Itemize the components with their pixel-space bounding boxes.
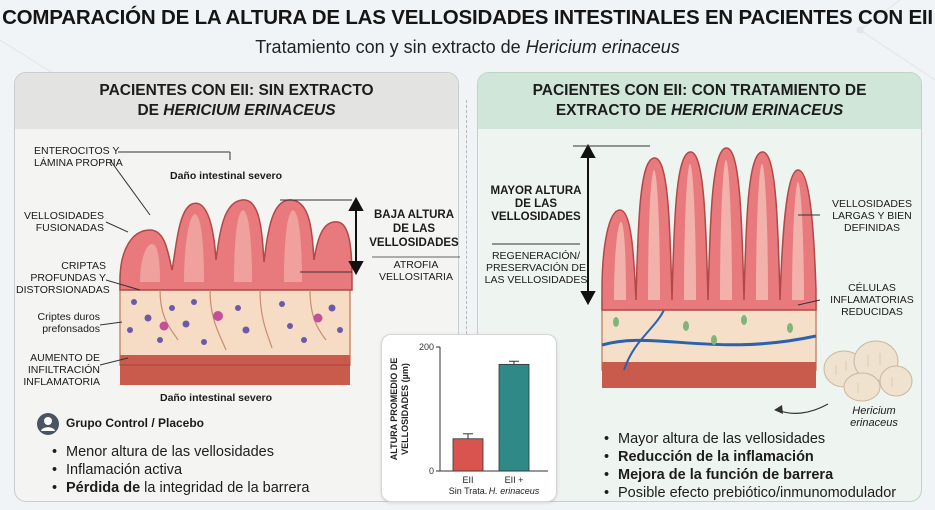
- right-bullet-list: Mayor altura de las vellosidades Reducci…: [604, 430, 924, 502]
- right-header-species: HERICIUM ERINACEUS: [670, 102, 844, 119]
- label-severe-damage-bottom: Daño intestinal severo: [160, 392, 273, 404]
- right-panel-header: PACIENTES CON EII: CON TRATAMIENTO DE EX…: [478, 73, 921, 129]
- right-header-prefix: EXTRACTO DE: [555, 102, 671, 119]
- villus-height-bar-chart: 200 0 ALTURA PROMEDIO DEVELLOSIDADES (µm) E…: [389, 342, 548, 496]
- label-fused-villi: VELLOSIDADES FUSIONADAS: [24, 210, 104, 234]
- right-bullet-2: Reducción de la inflamación: [604, 448, 924, 466]
- label-low-villus-height: BAJA ALTURA DE LAS VELLOSIDADES: [369, 209, 459, 249]
- chart-y-tick-label: 200: [419, 342, 434, 352]
- left-header-prefix: DE: [137, 102, 164, 119]
- chart-category-sublabel-2: H. erinaceus: [489, 486, 540, 496]
- right-header-line2: EXTRACTO DE HERICIUM ERINACEUS: [478, 101, 921, 121]
- left-bullet-2: Inflamación activa: [52, 461, 372, 479]
- label-severe-damage-top: Daño intestinal severo: [170, 170, 283, 182]
- label-regeneration: REGENERACIÓN/ PRESERVACIÓN DE LAS VELLOS…: [484, 250, 588, 286]
- chart-category-label-2: EII +: [505, 475, 524, 485]
- left-header-species: HERICIUM ERINACEUS: [163, 102, 336, 119]
- chart-y-tick-label: 0: [429, 466, 434, 476]
- right-bullet-3: Mejora de la función de barrera: [604, 466, 924, 484]
- damaged-tissue-illustration: [119, 199, 353, 385]
- chart-bar-1: [452, 438, 484, 472]
- left-leader-lines: [99, 151, 460, 366]
- label-hericium: Hericium erinaceus: [850, 405, 898, 429]
- label-inflammatory-infiltration: AUMENTO DE INFILTRACIÓN INFLAMATORIA: [23, 352, 100, 388]
- label-enterocytes: ENTEROCITOS Y LÁMINA PROPRIA: [34, 145, 123, 169]
- chart-bar-2: [498, 363, 530, 472]
- right-header-line1: PACIENTES CON EII: CON TRATAMIENTO DE: [532, 82, 867, 99]
- healthy-tissue-illustration: [601, 147, 817, 388]
- left-header-line1: PACIENTES CON EII: SIN EXTRACTO: [99, 82, 374, 99]
- panel-divider: [466, 100, 467, 495]
- label-villous-atrophy: ATROFIA VELLOSITARIA: [379, 259, 453, 283]
- label-reduced-inflammatory: CÉLULAS INFLAMATORIAS REDUCIDAS: [830, 282, 914, 318]
- label-hard-crypts: Criptes duros prefonsados: [37, 311, 100, 335]
- page-title: COMPARACIÓN DE LA ALTURA DE LAS VELLOSID…: [2, 6, 933, 29]
- low-height-arrow: [348, 196, 364, 276]
- right-bullet-4: Posible efecto prebiótico/inmunomodulado…: [604, 484, 924, 502]
- left-bullet-1: Menor altura de las vellosidades: [52, 443, 372, 461]
- chart-category-label-1: EII: [462, 475, 473, 485]
- left-bullet-list: Menor altura de las vellosidades Inflama…: [52, 443, 372, 497]
- villus-height-chart-card: 200 0 ALTURA PROMEDIO DEVELLOSIDADES (µm) E…: [381, 334, 557, 502]
- reduced-inflammatory-cells: [613, 315, 793, 345]
- left-panel-header: PACIENTES CON EII: SIN EXTRACTO DE HERIC…: [15, 73, 458, 129]
- subtitle-species: Hericium erinaceus: [525, 37, 680, 57]
- right-leader-lines: [492, 143, 829, 414]
- page-subtitle: Tratamiento con y sin extracto de Herici…: [0, 37, 935, 58]
- chart-category-sublabel-1: Sin Trata.: [449, 486, 488, 496]
- inflammatory-cells: [127, 299, 343, 345]
- left-header-line2: DE HERICIUM ERINACEUS: [15, 101, 458, 121]
- user-icon: [37, 413, 59, 435]
- label-deep-crypts: CRIPTAS PROFUNDAS Y DISTORSIONADAS: [16, 260, 110, 296]
- hericium-mushroom-illustration: [823, 340, 913, 402]
- subtitle-prefix: Tratamiento con y sin extracto de: [255, 37, 526, 57]
- chart-y-axis-label: ALTURA PROMEDIO DEVELLOSIDADES (µm): [389, 358, 410, 461]
- right-bullet-1: Mayor altura de las vellosidades: [604, 430, 924, 448]
- control-group-label: Grupo Control / Placebo: [66, 416, 205, 430]
- label-long-villi: VELLOSIDADES LARGAS Y BIEN DEFINIDAS: [832, 198, 912, 234]
- left-bullet-3: Pérdida de la integridad de la barrera: [52, 479, 372, 497]
- high-height-arrow: [580, 143, 596, 306]
- label-higher-villus-height: MAYOR ALTURA DE LAS VELLOSIDADES: [490, 185, 582, 223]
